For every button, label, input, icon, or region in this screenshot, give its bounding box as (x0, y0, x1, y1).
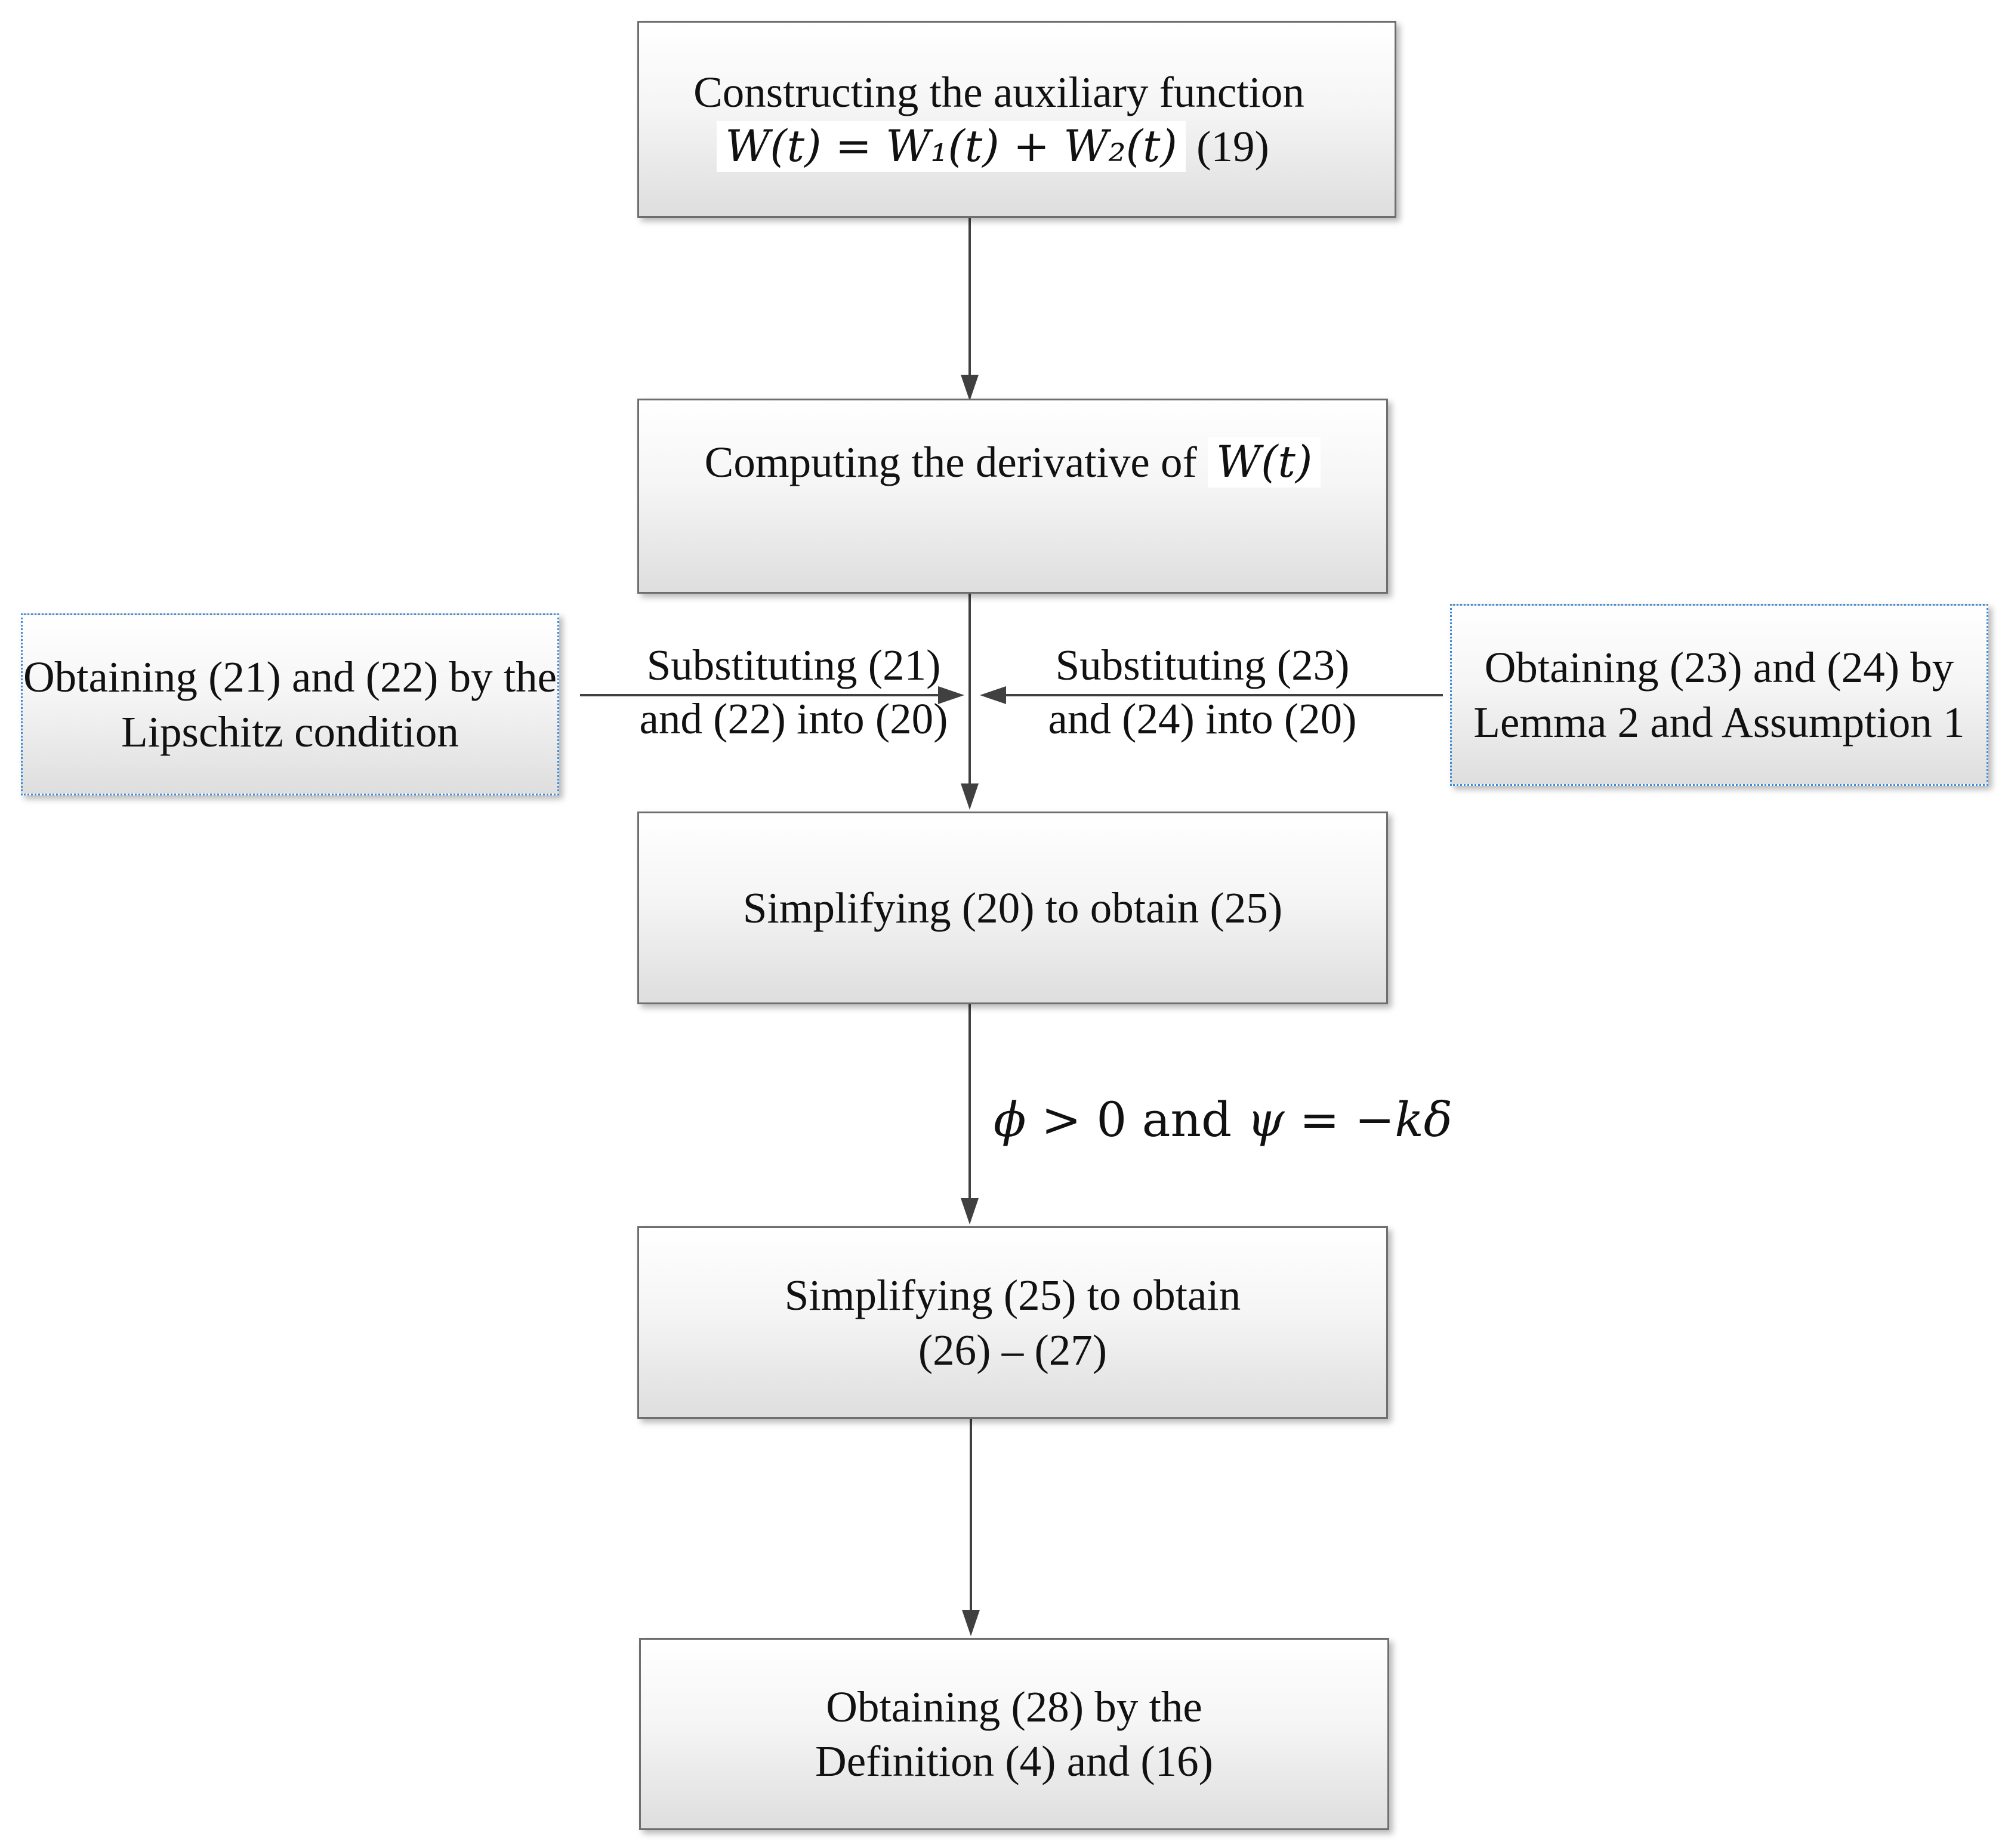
arrowhead-obtain28 (962, 1610, 980, 1636)
edge-label-substitute-23-24: Substituting (23) and (24) into (20) (1023, 638, 1381, 746)
derivative-formula: W(t) (1208, 437, 1321, 488)
construct-line1: Constructing the auxiliary function (693, 67, 1304, 116)
delta-symbol: δ (1423, 1092, 1452, 1147)
construct-formula: W(t) = W₁(t) + W₂(t) (717, 121, 1186, 172)
lipschitz-line2: Lipschitz condition (121, 707, 459, 756)
arrowhead-derivative (961, 375, 979, 401)
step-compute-derivative: Computing the derivative of W(t) (637, 399, 1388, 594)
k-symbol: k (1395, 1092, 1424, 1147)
obtain28-line1: Obtaining (28) by the (826, 1682, 1202, 1731)
edge-label-substitute-21-22: Substituting (21) and (22) into (20) (615, 638, 973, 746)
step-simplify-25: Simplifying (25) to obtain (26) – (27) (637, 1226, 1388, 1419)
arrowhead-left-input (938, 686, 964, 704)
step-construct-auxiliary-function: Constructing the auxiliary function W(t)… (637, 21, 1396, 218)
psi-symbol: ψ (1247, 1092, 1285, 1147)
step-lemma-assumption: Obtaining (23) and (24) by Lemma 2 and A… (1450, 604, 1988, 786)
lipschitz-line1: Obtaining (21) and (22) by the (23, 653, 557, 702)
edge-label-condition: ϕ > 0 and ψ = −kδ (994, 1092, 1452, 1147)
step-simplify-20: Simplifying (20) to obtain (25) (637, 812, 1388, 1004)
phi-symbol: ϕ (994, 1092, 1026, 1147)
lemma-line2: Lemma 2 and Assumption 1 (1473, 698, 1965, 746)
simplify20-text: Simplifying (20) to obtain (25) (742, 883, 1283, 932)
simplify25-line1: Simplifying (25) to obtain (784, 1271, 1241, 1320)
construct-eq-ref: (19) (1196, 122, 1269, 171)
arrowhead-simplify25 (961, 1198, 979, 1224)
obtain28-line2: Definition (4) and (16) (815, 1737, 1213, 1785)
condition-op2: = − (1284, 1092, 1395, 1147)
step-obtain-28: Obtaining (28) by the Definition (4) and… (639, 1638, 1389, 1830)
condition-op1: > 0 and (1026, 1092, 1247, 1147)
left-label-line2: and (22) into (20) (639, 694, 948, 743)
right-label-line2: and (24) into (20) (1048, 694, 1357, 743)
arrowhead-simplify20 (961, 783, 979, 810)
simplify25-line2: (26) – (27) (918, 1325, 1108, 1374)
derivative-text: Computing the derivative of (704, 438, 1197, 486)
left-label-line1: Substituting (21) (646, 641, 941, 689)
right-label-line1: Substituting (23) (1055, 641, 1350, 689)
arrowhead-right-input (980, 686, 1006, 704)
step-lipschitz-condition: Obtaining (21) and (22) by the Lipschitz… (21, 613, 559, 795)
lemma-line1: Obtaining (23) and (24) by (1484, 643, 1954, 692)
